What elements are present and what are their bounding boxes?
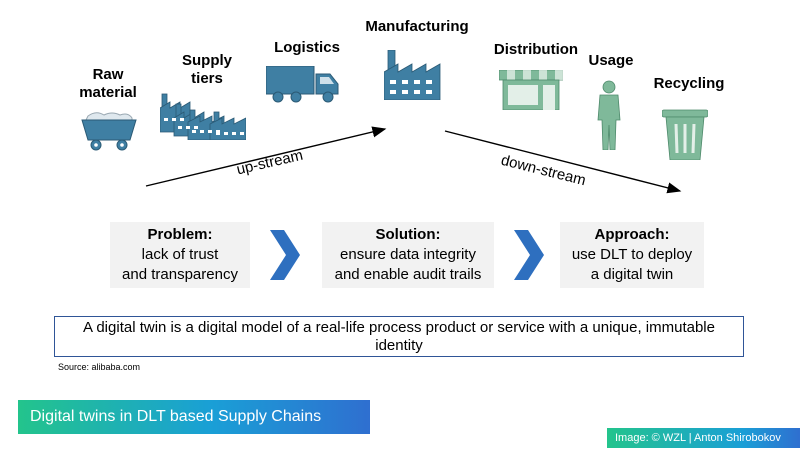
image-credit: Image: © WZL | Anton Shirobokov [607, 428, 800, 448]
digital-twin-definition: A digital twin is a digital model of a r… [54, 316, 744, 357]
solution-heading: Solution: [375, 226, 441, 243]
factories-icon [160, 93, 246, 140]
trash-bin-icon [662, 109, 708, 160]
person-icon [597, 80, 621, 150]
stage-label-supply-tiers: Supply tiers [181, 52, 232, 87]
solution-box: Solution: ensure data integrity and enab… [322, 222, 494, 288]
problem-box: Problem: lack of trust and transparency [110, 222, 250, 288]
stage-label-raw-material: Raw material [79, 66, 137, 101]
store-icon [499, 70, 563, 110]
chevron-right-icon [514, 230, 544, 280]
mine-cart-icon [81, 112, 137, 151]
upstream-arrow [145, 126, 387, 187]
approach-line-1: use DLT to deploy [571, 246, 693, 263]
solution-line-1: ensure data integrity [340, 246, 476, 263]
factory-icon [384, 50, 441, 100]
stage-label-recycling: Recycling [653, 75, 725, 92]
problem-line-2: and transparency [122, 266, 238, 283]
stage-label-manufacturing: Manufacturing [365, 18, 469, 35]
problem-heading: Problem: [147, 226, 213, 243]
approach-line-2: a digital twin [590, 266, 674, 283]
stage-label-logistics: Logistics [274, 39, 340, 56]
solution-line-2: and enable audit trails [334, 266, 482, 283]
chevron-right-icon [270, 230, 300, 280]
source-note: Source: alibaba.com [58, 362, 141, 372]
truck-icon [266, 66, 339, 103]
approach-box: Approach: use DLT to deploy a digital tw… [560, 222, 704, 288]
downstream-arrow [444, 130, 682, 194]
slide-title-banner: Digital twins in DLT based Supply Chains [18, 400, 370, 434]
approach-heading: Approach: [594, 226, 670, 243]
stage-label-distribution: Distribution [493, 41, 579, 58]
problem-line-1: lack of trust [141, 246, 219, 263]
stage-label-usage: Usage [588, 52, 634, 69]
